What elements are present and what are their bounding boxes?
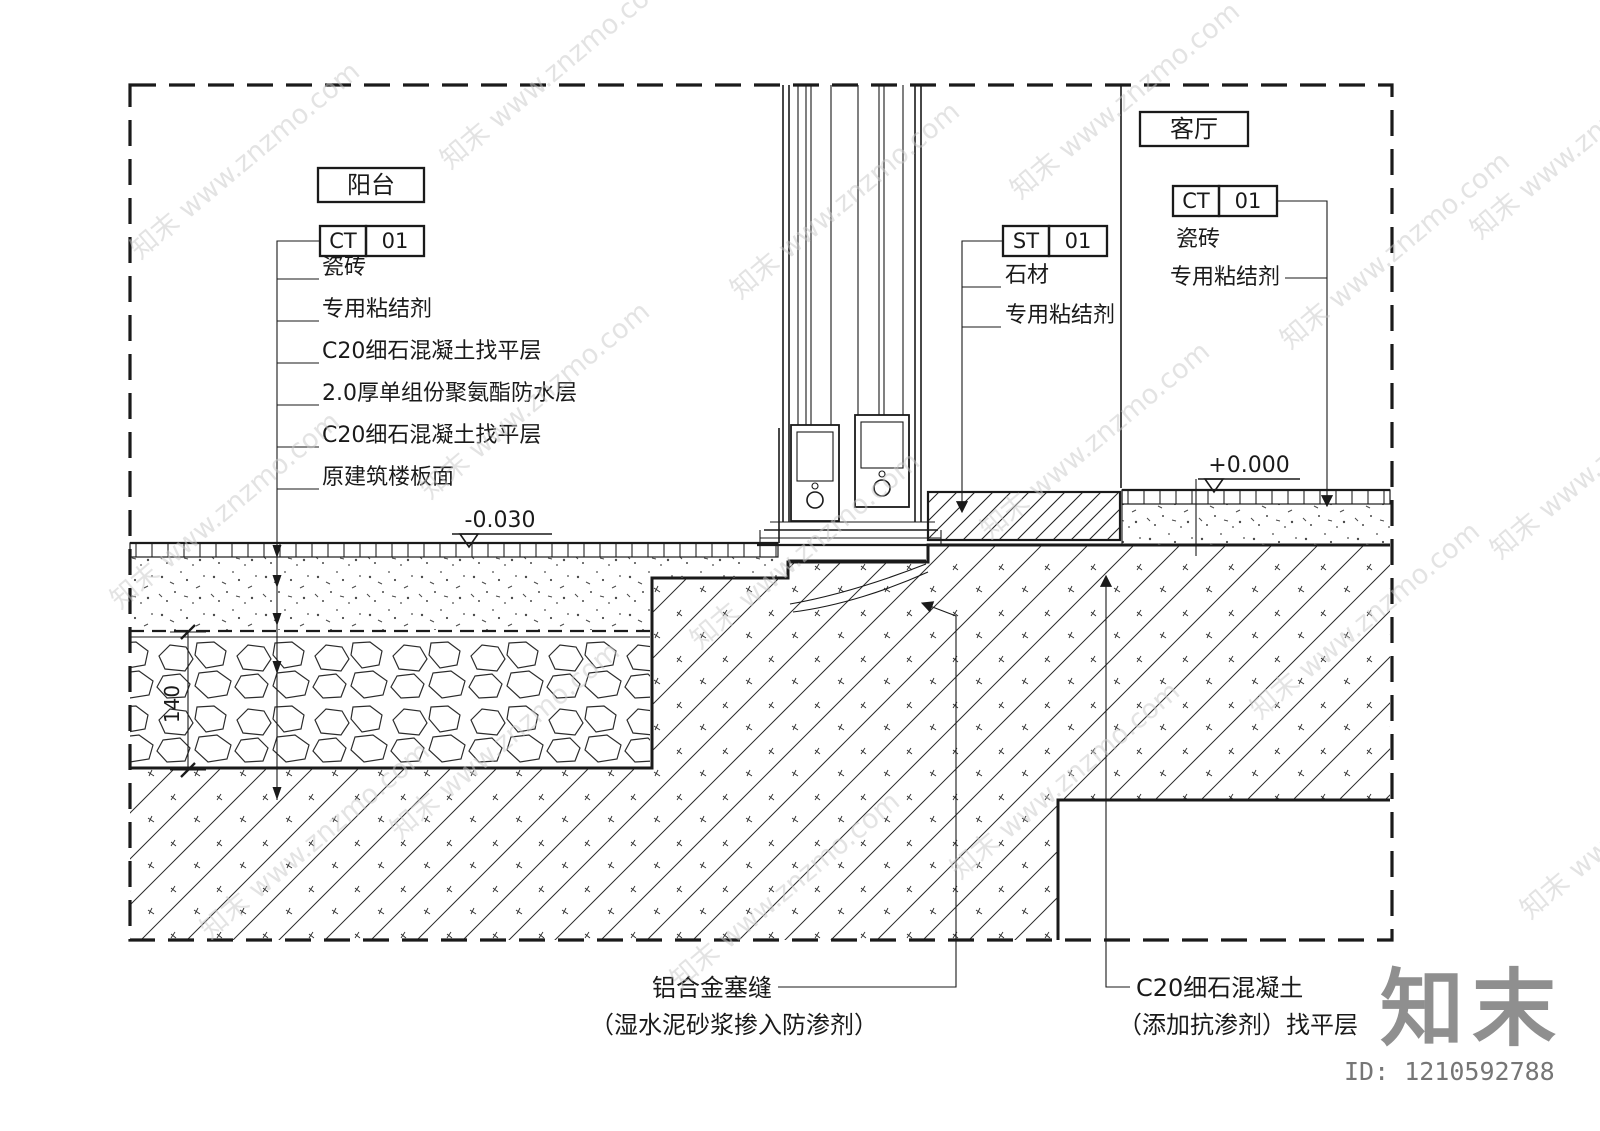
watermark-text: 知末 www.znzmo.com [435,0,676,175]
sash-profile-inner-right [860,421,904,469]
left-callout-leader [272,240,320,800]
slab-hatch-fill [130,545,1390,940]
image-id-text: ID: 1210592788 [1344,1057,1555,1086]
slab-top-profile [130,543,1390,770]
tag-num: 01 [1235,189,1262,213]
aluminum-line2: （湿水泥砂浆掺入防渗剂） [590,1011,878,1039]
watermark-text: 知末 www.znzmo.com [1005,0,1246,205]
brand-logo-text: 知末 [1380,960,1564,1058]
balcony-floor-layers [129,541,779,768]
watermark-text: 知末 www.znzmo.com [1275,146,1516,356]
fixing-screw-icon [806,491,824,509]
st-tag: ST 01 石材 专用粘结剂 [955,224,1115,514]
watermark-text: 知末 www.znzmo.com [1515,716,1600,926]
concrete-line1: C20细石混凝土 [1136,974,1303,1002]
elevation-triangle-icon [458,533,480,549]
callout-tile-right: 瓷砖 [1176,227,1220,252]
sash-bottom-profile-right [854,414,910,508]
st-leader [955,240,1003,514]
callout-stone-adhesive: 专用粘结剂 [1005,303,1115,328]
ct-right-leader [1277,200,1334,508]
callout-adhesive: 专用粘结剂 [322,297,432,322]
fixing-screw-icon [873,479,891,497]
tag-num-box [1047,224,1109,258]
drawing-border [128,83,1394,942]
tag-num: 01 [382,229,409,253]
callout-c20-concrete: C20细石混凝土 （添加抗渗剂）找平层 [1099,574,1358,1039]
callout-aluminum-caulking: 铝合金塞缝 （湿水泥砂浆掺入防渗剂） [590,601,957,1039]
screed-speckle-right [1122,504,1390,545]
callout-tile-adhesive-right: 专用粘结剂 [1170,265,1280,290]
living-room-label-text: 客厅 [1170,115,1218,143]
slab-notch-edge [1056,798,1390,940]
callout-screed-1: C20细石混凝土找平层 [322,339,541,364]
st-ticks [962,286,1001,328]
concrete-leader [1099,574,1130,988]
watermark-text: 知末 www.znzmo.com [1465,36,1600,246]
watermark-text: 知末 www.znzmo.com [1485,356,1600,566]
mortar-joint-lines [788,559,929,613]
elevation-living-room: +0.000 [1195,453,1300,556]
tile-layer-right [1121,489,1391,505]
callout-screed-2: C20细石混凝土找平层 [322,423,541,448]
balcony-label-text: 阳台 [347,171,395,199]
callout-stone: 石材 [1005,263,1049,288]
tag-num: 01 [1065,229,1092,253]
callout-waterproofing: 2.0厚单组份聚氨酯防水层 [322,381,577,406]
living-room-label-box [1138,110,1250,148]
tag-code: CT [329,229,357,253]
callout-tile: 瓷砖 [322,255,366,280]
tag-code: CT [1182,189,1210,213]
elevation-value: -0.030 [465,508,536,533]
living-room-label: 客厅 [1138,110,1250,148]
ct-tag-left: CT 01 [318,224,426,258]
left-callout-texts: 瓷砖 专用粘结剂 C20细石混凝土找平层 2.0厚单组份聚氨酯防水层 C20细石… [322,255,577,490]
brand-block: 知末 ID: 1210592788 [1344,960,1564,1086]
balcony-label: 阳台 [316,166,426,204]
sill-pan-profile [757,521,943,547]
aluminum-line1: 铝合金塞缝 [652,974,772,1002]
sash-bottom-profile-left [790,424,840,522]
structural-slab [130,543,1390,940]
sash-profile-inner-left [796,431,834,482]
tag-code: ST [1013,229,1039,253]
tag-num-box [364,224,426,258]
ct-tag-right: CT 01 瓷砖 专用粘结剂 [1170,184,1334,508]
concrete-line2: （添加抗渗剂）找平层 [1118,1011,1358,1039]
elevation-value: +0.000 [1208,453,1289,478]
elevation-triangle-icon [1203,478,1225,494]
dimension-140: 140 [160,624,206,778]
living-room-floor-layers [926,85,1391,545]
screed-speckle-left [130,557,778,630]
callout-original-slab: 原建筑楼板面 [322,465,454,490]
rubble-fill-layer [130,636,650,768]
aluminum-leader [778,601,957,988]
fixing-screw-icon [811,482,819,490]
elevation-balcony: -0.030 [452,508,552,549]
dimension-value: 140 [160,685,184,723]
window-assembly [757,85,943,613]
balcony-label-box [316,166,426,204]
fixing-screw-icon [878,470,886,478]
stone-threshold [926,490,1122,542]
watermark-text: 知末 www.znzmo.com [725,96,966,306]
tile-layer-left [129,542,779,558]
